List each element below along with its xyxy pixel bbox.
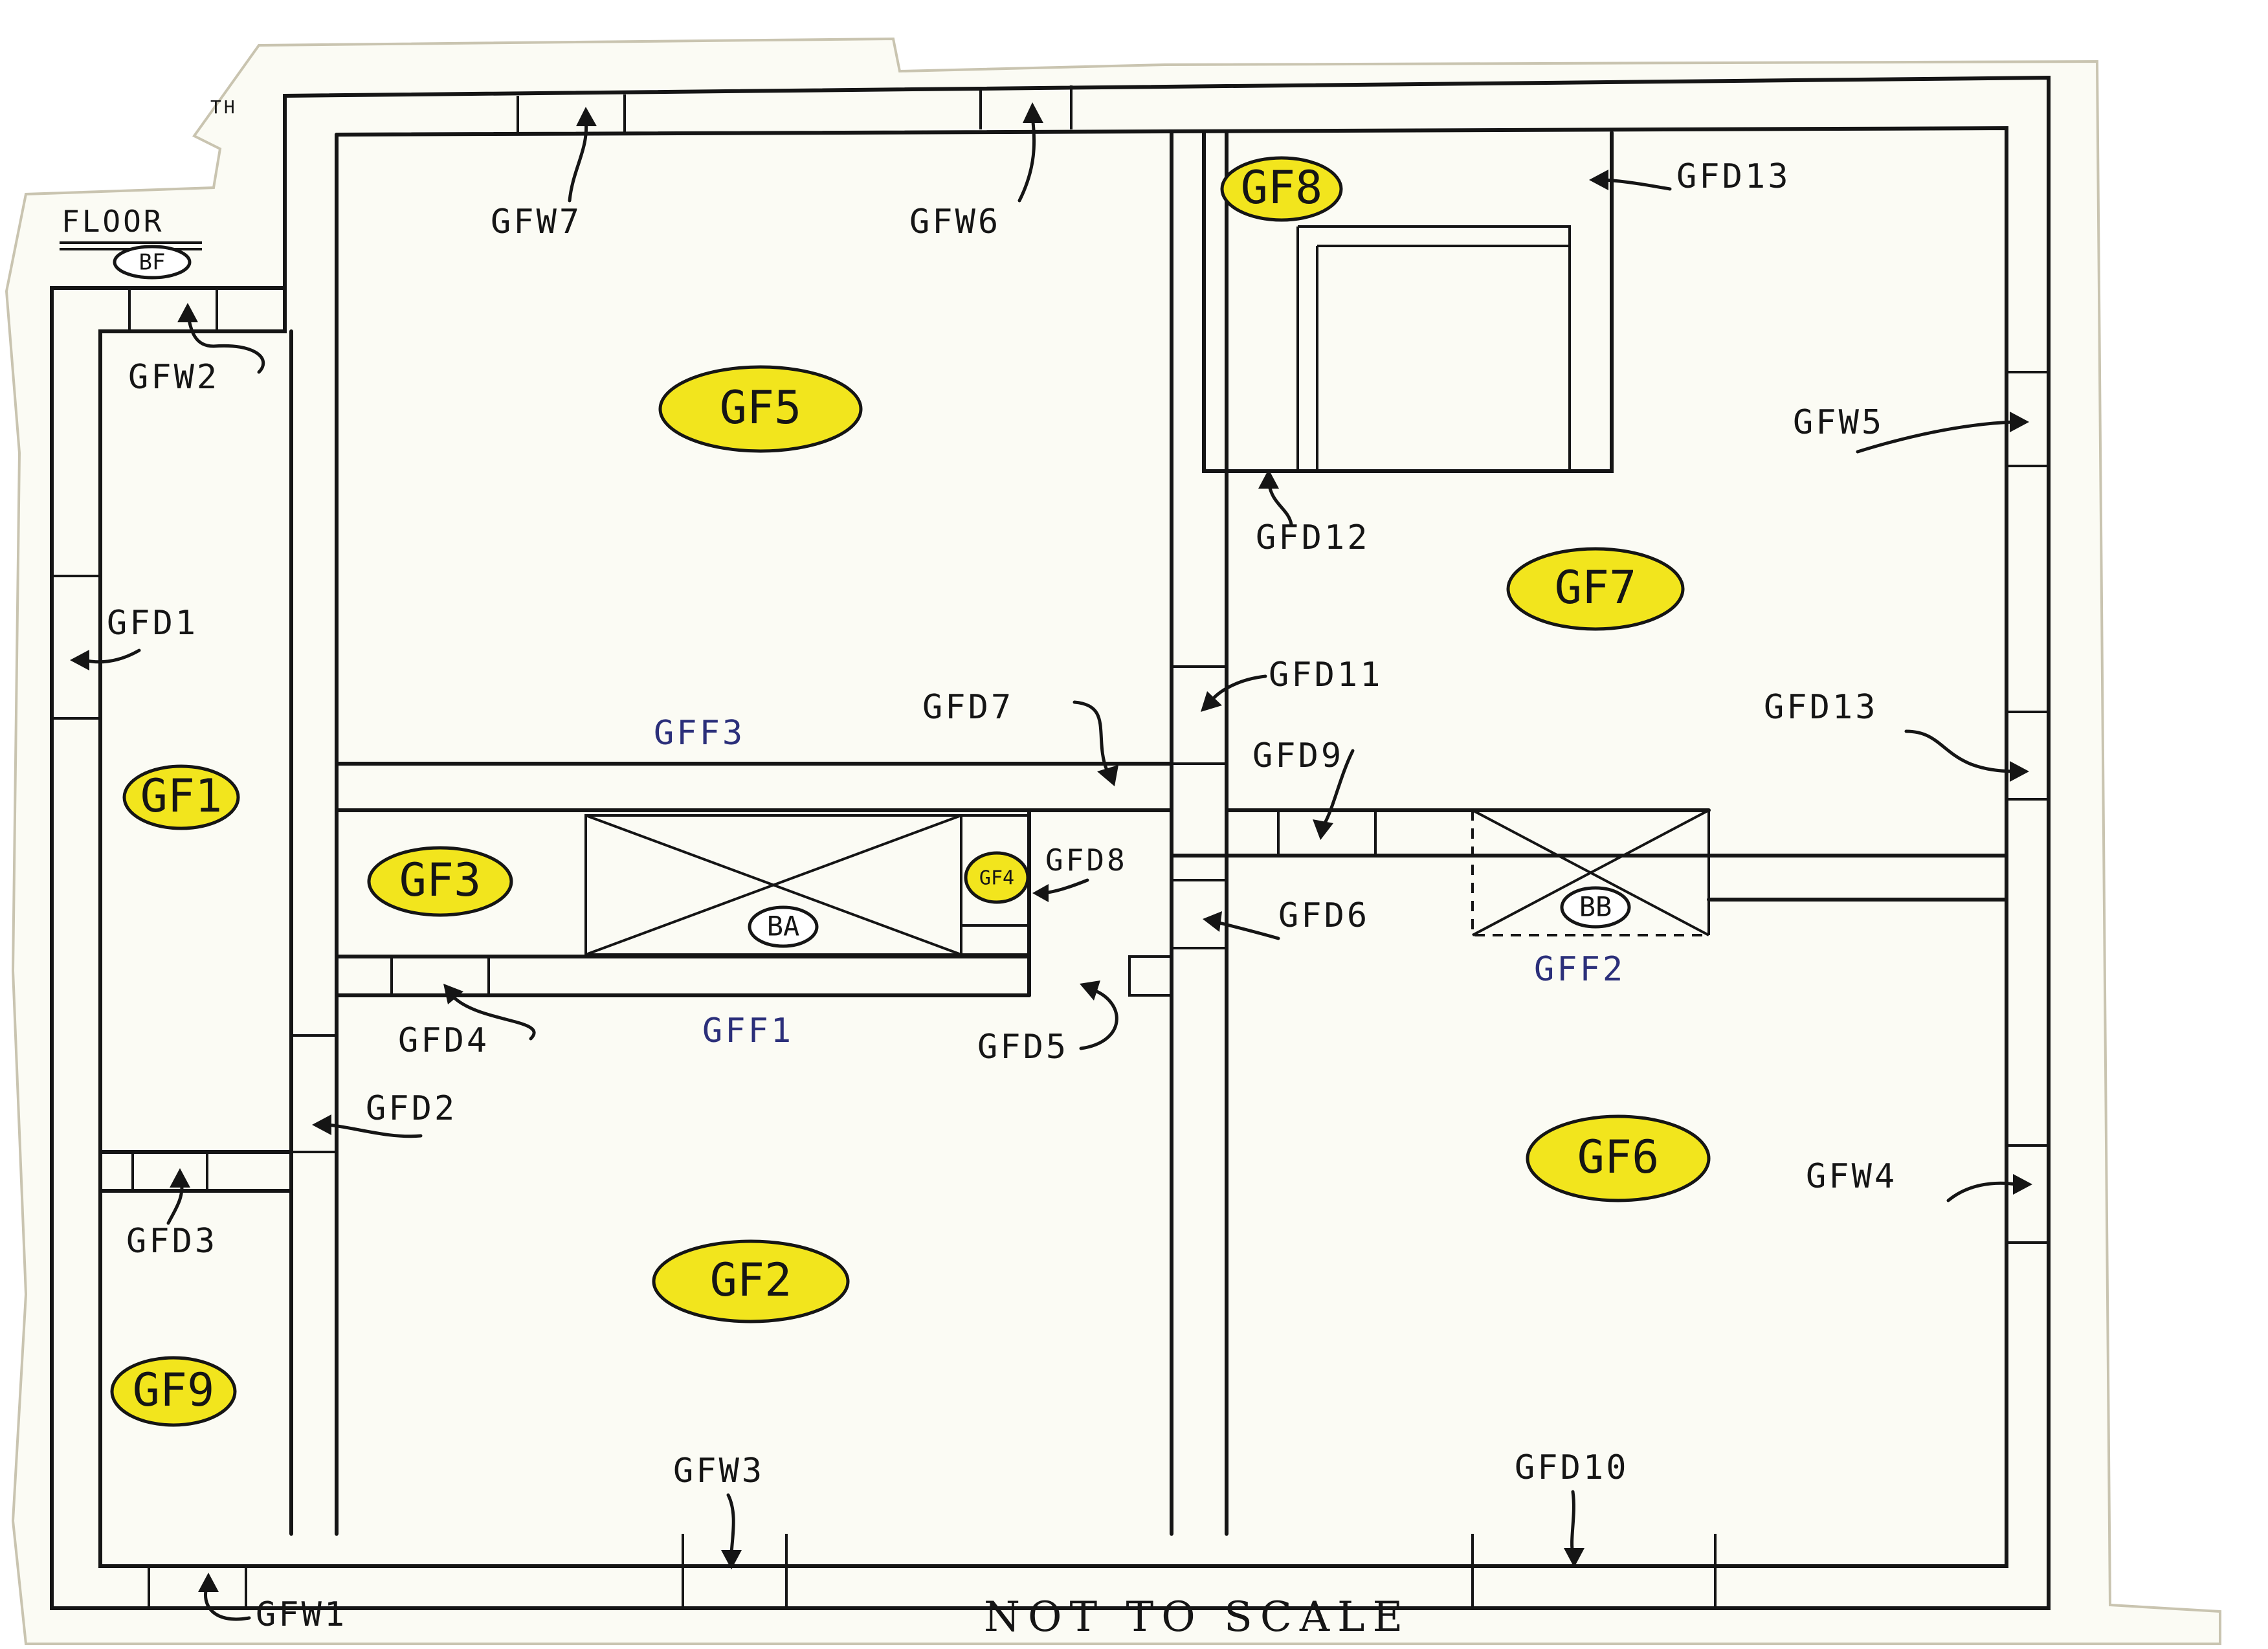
door-gfd2-arrowhead [312,1114,331,1135]
feature-gff2-label: GFF2 [1534,950,1625,989]
door-gfd12-label: GFD12 [1256,518,1370,557]
fixture-bb-box [1471,809,1710,936]
feature-gff3-label: GFF3 [654,714,745,753]
door-gfd12-arrowhead [1258,469,1279,489]
window-gfw5-label: GFW5 [1793,403,1884,442]
door-gfd6-arrowhead [1203,911,1222,932]
door-gfd2-arrow [325,1123,423,1138]
fixture-ba-label: BA [767,911,800,942]
fixture-ba-badge [748,905,819,948]
room-gf3-marker [367,846,513,917]
door-gfd13-top-label: GFD13 [1676,157,1791,196]
window-gfw1-arrowhead [198,1573,219,1592]
room-gf1-marker [122,764,240,830]
room-gf8-marker [1220,156,1343,222]
floor-superscript: TH [210,96,238,118]
window-gfw3-label: GFW3 [673,1452,764,1490]
door-gfd10-arrow [1570,1490,1575,1555]
fixture-bb-badge [1560,886,1631,929]
floor-title: FLOOR [61,204,164,239]
window-gfw1-label: GFW1 [256,1595,347,1634]
window-gfw3-arrowhead [721,1550,742,1569]
window-gfw6-arrow [1017,115,1036,203]
room-gf6-marker [1526,1114,1711,1202]
door-gfd5-label: GFD5 [977,1028,1069,1067]
door-gfd8-arrowhead [1032,884,1049,902]
door-gfd1-arrowhead [70,650,89,670]
openings [52,85,2049,1608]
room-gf2-label: GF2 [710,1254,792,1307]
door-gfd9-label: GFD9 [1252,736,1344,775]
door-gfd1-label: GFD1 [107,604,198,643]
door-gfd4-arrow [451,995,536,1041]
door-gfd9-arrowhead [1313,819,1333,840]
room-gf9-label: GF9 [133,1364,214,1417]
door-gfd7-arrow [1073,700,1109,772]
fixture-ba-box [584,814,1030,956]
door-gfd13-right-label: GFD13 [1764,688,1878,727]
feature-gff1-label: GFF1 [702,1012,794,1050]
door-gfd13-right-arrow [1904,729,2015,773]
door-gfd5-arrow [1079,988,1118,1050]
door-gfd10-arrowhead [1564,1548,1584,1567]
door-gfd8-label: GFD8 [1045,843,1128,878]
door-gfd4-label: GFD4 [398,1021,489,1060]
room-gf9-marker [110,1356,237,1427]
room-gf4-marker [964,851,1030,904]
door-gfd3-label: GFD3 [126,1222,217,1261]
paper-background [5,37,2221,1645]
room-gf3-label: GF3 [399,854,481,907]
window-gfw7-arrowhead [576,107,597,126]
door-gfd6-label: GFD6 [1278,896,1370,935]
room-gf7-label: GF7 [1555,561,1636,614]
window-gfw4-label: GFW4 [1806,1157,1897,1196]
door-gfd11-label: GFD11 [1269,656,1383,694]
window-gfw4-arrow [1946,1181,2018,1202]
window-gfw7-label: GFW7 [491,203,582,241]
window-gfw2-arrow [186,312,265,374]
door-gfd5-arrowhead [1080,980,1100,1001]
door-gfd11-arrowhead [1201,691,1222,712]
door-gfd9-arrow [1322,749,1355,827]
window-gfw5-arrow [1856,420,2015,454]
room-gf1-label: GF1 [140,769,222,823]
window-gfw2-label: GFW2 [128,358,219,397]
not-to-scale-note: NOT TO SCALE [984,1593,1410,1641]
room-gf7-marker [1506,547,1685,631]
window-gfw7-arrow [568,118,588,203]
window-gfw4-arrowhead [2013,1174,2032,1195]
room-gf5-label: GF5 [720,381,801,434]
room-gf2-marker [652,1239,850,1323]
door-gfd10-label: GFD10 [1515,1448,1629,1487]
door-gfd13-top-arrow [1603,178,1672,191]
room-gf5-marker [658,365,863,453]
door-gfd13-top-arrowhead [1589,170,1608,190]
room-gf6-label: GF6 [1577,1131,1659,1184]
window-gfw6-arrowhead [1023,102,1043,123]
floor-badge-label: BF [139,250,166,276]
window-gfw5-arrowhead [2010,412,2029,432]
door-gfd7-label: GFD7 [922,688,1014,727]
door-gfd4-arrowhead [443,984,463,1004]
door-gfd7-arrowhead [1097,765,1118,786]
door-gfd2-label: GFD2 [366,1089,457,1128]
window-gfw6-label: GFW6 [909,203,1001,241]
door-gfd3-arrowhead [170,1168,190,1188]
fixture-bb-label: BB [1579,891,1612,923]
floor-badge-oval [113,245,192,280]
door-gfd6-arrow [1215,920,1280,940]
door-gfd13-right-arrowhead [2010,761,2029,782]
room-gf8-label: GF8 [1241,161,1322,214]
outer-walls [50,75,2051,1610]
window-gfw2-arrowhead [177,303,198,322]
room-gf4-label: GF4 [979,867,1014,890]
